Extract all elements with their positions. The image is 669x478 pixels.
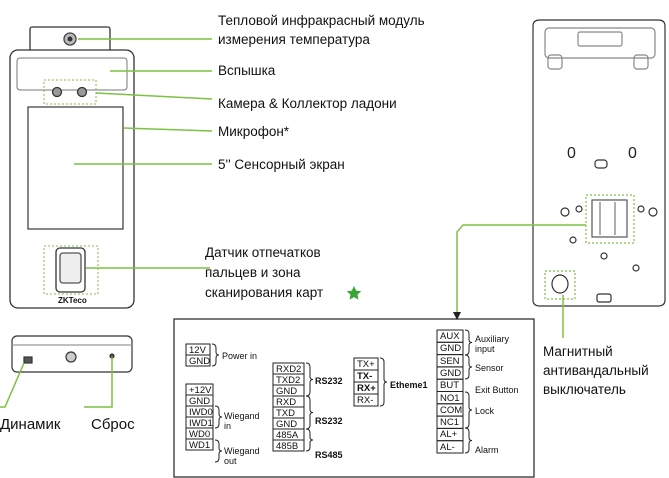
device-logo: ZKTeco xyxy=(58,296,87,305)
back-digit-right: 0 xyxy=(628,145,637,162)
io-pin: NO1 xyxy=(440,392,460,404)
fingerprint-label-line3: сканирования карт xyxy=(205,285,324,300)
microphone-label: Микрофон* xyxy=(218,124,290,139)
ethernet-label: Etheme1 xyxy=(390,380,428,390)
front-device xyxy=(9,26,135,309)
io-pin: AL+ xyxy=(440,429,458,441)
bottom-view xyxy=(11,335,133,373)
flash-label: Вспышка xyxy=(218,63,276,78)
camera-label: Камера & Коллектор ладони xyxy=(218,96,397,111)
star-icon xyxy=(346,286,362,300)
wiegand-pin: WD0 xyxy=(189,429,211,440)
power-pin: 12V xyxy=(189,345,206,356)
wiegand-pin: +12V xyxy=(189,385,212,396)
alarm-label: Alarm xyxy=(475,445,499,455)
io-pin: GND xyxy=(440,343,462,355)
wiegand-out-label: Wiegand xyxy=(224,446,260,456)
tamper-label-line1: Магнитный xyxy=(543,344,613,359)
rs232-label-2: RS232 xyxy=(315,416,343,426)
sensor-label: Sensor xyxy=(475,363,504,373)
rs-pin: RXD2 xyxy=(276,364,302,375)
ethernet-pin: TX- xyxy=(357,371,373,382)
rs-pin: 485B xyxy=(276,441,299,452)
tamper-label-line2: антивандальный xyxy=(543,363,649,378)
connector-arrow xyxy=(453,312,461,320)
ethernet-pin: RX- xyxy=(357,395,374,406)
rs232-label-1: RS232 xyxy=(315,376,343,386)
reset-label: Сброс xyxy=(91,416,135,433)
io-pin: GND xyxy=(440,367,462,379)
io-pin: SEN xyxy=(440,355,460,367)
exit-button-label: Exit Button xyxy=(475,385,519,395)
io-pin: COM xyxy=(440,404,463,416)
wiegand-pin: GND xyxy=(189,396,211,407)
callout-leaders xyxy=(0,38,586,408)
fingerprint-label-line2: пальцев и зона xyxy=(205,265,301,280)
wiegand-in-label-2: in xyxy=(224,421,232,431)
rs-pin: GND xyxy=(276,386,298,397)
rs485-label: RS485 xyxy=(315,450,343,460)
power-pin: GND xyxy=(189,356,211,367)
wiegand-in-label: Wiegand xyxy=(224,411,260,421)
ethernet-pin: RX+ xyxy=(357,383,376,394)
thermal-module-label-line1: Тепловой инфракрасный модуль xyxy=(218,13,425,28)
wiegand-pin: IWD0 xyxy=(189,407,213,418)
wiegand-out-label-2: out xyxy=(224,456,237,466)
rs-pin: GND xyxy=(276,419,298,430)
wiegand-pin: IWD1 xyxy=(189,418,213,429)
power-in-label: Power in xyxy=(222,351,258,361)
rs-pin: TXD2 xyxy=(276,375,301,386)
back-digit-left: 0 xyxy=(567,145,576,162)
tamper-label-line3: выключатель xyxy=(543,382,626,397)
thermal-module-label-line2: измерения температура xyxy=(218,32,370,47)
aux-input-label-2: input xyxy=(475,344,495,354)
rs-pin: 485A xyxy=(276,430,299,441)
ethernet-pin: TX+ xyxy=(357,359,375,370)
touchscreen-label: 5'' Сенсорный экран xyxy=(218,157,345,172)
lock-label: Lock xyxy=(475,406,495,416)
aux-input-label: Auxiliary xyxy=(475,334,510,344)
wiegand-pin: WD1 xyxy=(189,440,211,451)
rs-pin: RXD xyxy=(276,397,297,408)
io-pin: NC1 xyxy=(440,417,460,429)
wiring-panel xyxy=(173,318,535,478)
back-plate xyxy=(532,19,666,307)
speaker-label: Динамик xyxy=(0,416,61,433)
fingerprint-label-line1: Датчик отпечатков xyxy=(205,245,321,260)
io-pin: AUX xyxy=(440,331,460,342)
io-pin: AL- xyxy=(440,441,455,453)
rs-pin: TXD xyxy=(276,408,295,419)
io-pin: BUT xyxy=(440,380,459,392)
